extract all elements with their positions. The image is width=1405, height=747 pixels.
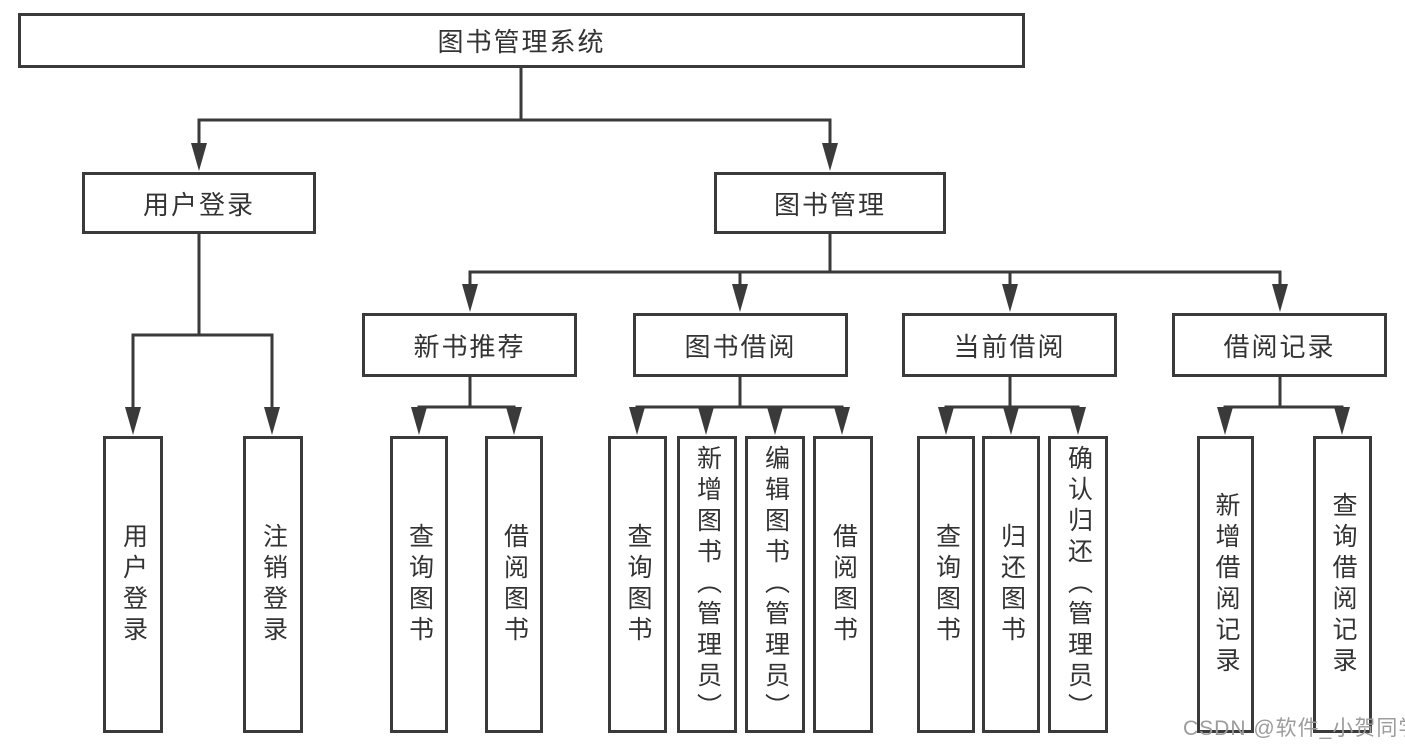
leaf-query-books-borrowing: 查询图书 [608, 436, 667, 733]
leaf-borrow-books-recommend: 借阅图书 [485, 436, 543, 733]
node-label: 查询借阅记录 [1329, 491, 1357, 678]
node-label: 编辑图书（管理员） [761, 445, 790, 724]
leaf-logout: 注销登录 [243, 436, 303, 733]
node-label: 查询图书 [405, 522, 434, 647]
node-label: 新书推荐 [413, 331, 526, 362]
leaf-add-borrow-record: 新增借阅记录 [1197, 436, 1254, 733]
leaf-confirm-return-admin: 确认归还（管理员） [1048, 436, 1108, 733]
arrowheads-borrowing-records-children [1217, 407, 1350, 435]
node-new-book-recommendation: 新书推荐 [362, 313, 577, 377]
leaf-query-books-current: 查询图书 [917, 436, 975, 733]
node-label: 确认归还（管理员） [1064, 445, 1093, 724]
node-label: 新增借阅记录 [1212, 491, 1240, 678]
arrowheads-book-borrowing-children [629, 407, 850, 435]
node-label: 用户登录 [119, 522, 148, 647]
node-label: 归还图书 [997, 522, 1026, 647]
node-root-system: 图书管理系统 [18, 13, 1025, 68]
node-label: 借阅图书 [829, 522, 858, 647]
connector-root-to-level2 [197, 66, 832, 158]
arrowheads-root-to-level2 [191, 143, 838, 171]
node-label: 查询图书 [932, 522, 961, 647]
arrowheads-new-book-children [411, 407, 522, 435]
node-label: 用户登录 [142, 189, 255, 220]
connector-new-book-children [417, 376, 516, 420]
node-borrowing-records: 借阅记录 [1172, 313, 1387, 377]
connector-book-management-children [468, 233, 1282, 299]
connector-borrowing-records-children [1223, 376, 1344, 420]
node-label: 注销登录 [259, 522, 288, 647]
node-label: 图书借阅 [684, 331, 797, 362]
node-label: 借阅记录 [1223, 331, 1336, 362]
arrowheads-book-management-children [462, 284, 1288, 312]
leaf-query-books-recommend: 查询图书 [390, 436, 448, 733]
connector-book-borrowing-children [635, 376, 844, 420]
node-book-management: 图书管理 [714, 172, 946, 234]
node-label: 新增图书（管理员） [693, 445, 722, 724]
leaf-add-book-admin: 新增图书（管理员） [677, 436, 737, 733]
leaf-return-books: 归还图书 [982, 436, 1040, 733]
arrowheads-user-login-children [125, 407, 280, 435]
csdn-watermark: CSDN @软件_小贺同学 [1183, 717, 1405, 740]
node-label: 图书管理 [773, 189, 886, 220]
leaf-borrow-books-borrowing: 借阅图书 [813, 436, 873, 733]
node-label: 当前借阅 [953, 331, 1066, 362]
node-label: 查询图书 [624, 522, 652, 647]
node-label: 图书管理系统 [437, 27, 606, 57]
node-label: 借阅图书 [500, 522, 529, 647]
node-current-borrowing: 当前借阅 [902, 313, 1117, 377]
node-book-borrowing: 图书借阅 [633, 313, 848, 377]
leaf-query-borrow-record: 查询借阅记录 [1313, 436, 1372, 733]
connector-user-login-children [131, 233, 274, 422]
leaf-edit-book-admin: 编辑图书（管理员） [745, 436, 805, 733]
node-user-login: 用户登录 [82, 172, 316, 234]
leaf-user-login: 用户登录 [103, 436, 163, 733]
arrowheads-current-borrowing-children [938, 407, 1086, 435]
